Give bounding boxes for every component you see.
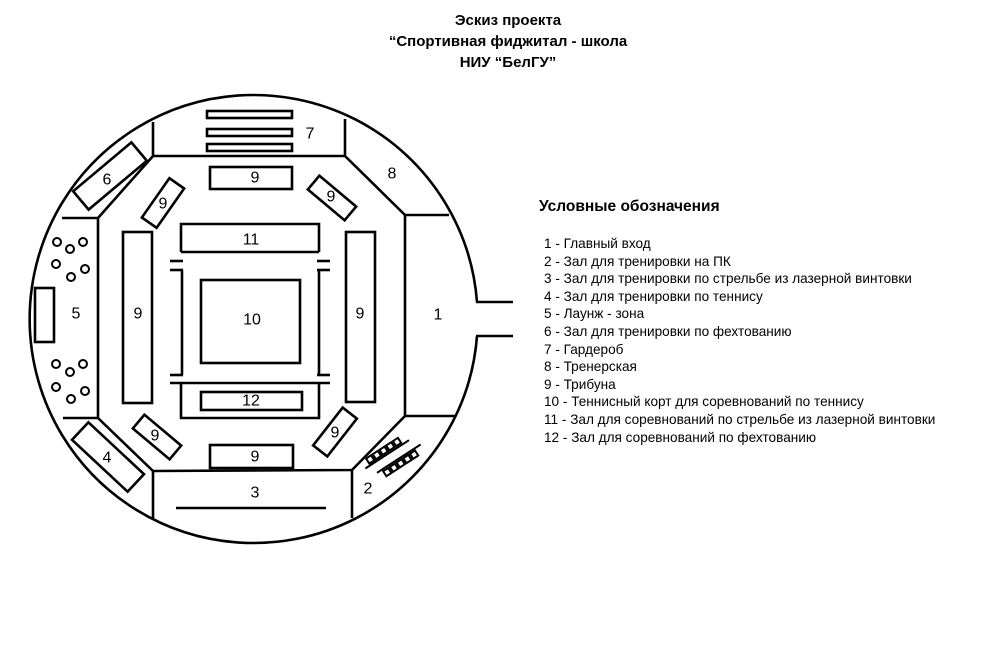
label-stand-left: 9 [134, 306, 143, 323]
label-stand-top: 9 [251, 170, 260, 187]
stand-left [121, 230, 154, 405]
legend-item: 6 - Зал для тренировки по фехтованию [544, 323, 792, 339]
legend-list: 1 - Главный вход 2 - Зал для тренировки … [544, 235, 935, 446]
label-pc-hall: 2 [364, 481, 373, 498]
tennis-court [199, 278, 302, 365]
title-line-2: “Спортивная фиджитал - школа [388, 33, 628, 50]
label-stand-diag-tl: 9 [159, 196, 168, 213]
legend-item: 7 - Гардероб [544, 341, 624, 357]
legend-item: 3 - Зал для тренировки по стрельбе из ла… [544, 271, 912, 287]
legend-title: Условные обозначения [539, 198, 720, 215]
legend-item: 4 - Зал для тренировки по теннису [544, 288, 763, 304]
label-laser-competition: 11 [243, 232, 260, 249]
label-fencing-competition: 12 [242, 393, 260, 410]
central-block [170, 222, 330, 420]
label-wardrobe: 7 [306, 126, 315, 143]
label-stand-diag-bl: 9 [151, 428, 160, 445]
fencing-training-area [71, 140, 149, 212]
label-entrance: 1 [434, 307, 443, 324]
label-stand-bottom: 9 [251, 449, 260, 466]
tennis-training-area [70, 420, 146, 494]
lounge-sofa [33, 286, 56, 344]
legend-item: 12 - Зал для соревнований по фехтованию [544, 429, 817, 445]
fencing-piste [199, 390, 304, 412]
stand-diag-bottom-right [311, 405, 359, 459]
label-laser-training: 3 [251, 485, 260, 502]
label-tennis-training: 4 [103, 450, 112, 467]
title-line-1: Эскиз проекта [454, 12, 562, 29]
legend-item: 5 - Лаунж - зона [544, 306, 645, 322]
label-stand-diag-tr: 9 [327, 189, 336, 206]
label-stand-right: 9 [356, 306, 365, 323]
wardrobe-racks [205, 109, 294, 153]
label-coach-room: 8 [388, 166, 397, 183]
outer-wall [28, 93, 479, 545]
stand-diag-top-left [140, 176, 186, 230]
legend-item: 11 - Зал для соревнований по стрельбе из… [544, 411, 936, 427]
legend-item: 8 - Тренерская [544, 359, 637, 375]
lounge-tables [51, 237, 90, 404]
legend-item: 9 - Трибуна [544, 376, 616, 392]
legend-item: 1 - Главный вход [544, 236, 651, 251]
diagram-title: Эскиз проекта “Спортивная фиджитал - шко… [300, 10, 716, 73]
label-tennis-court: 10 [243, 312, 261, 329]
legend-item: 2 - Зал для тренировки на ПК [544, 253, 731, 269]
label-fencing-training: 6 [103, 172, 112, 189]
label-lounge: 5 [72, 306, 81, 323]
stand-diag-bottom-left [130, 412, 184, 462]
label-stand-diag-br: 9 [331, 425, 340, 442]
radial-walls [62, 119, 456, 519]
stand-right [344, 230, 377, 404]
stand-diag-top-right [305, 173, 359, 223]
stand-bottom [208, 443, 295, 470]
title-line-3: НИУ “БелГУ” [459, 54, 557, 71]
stand-top [208, 165, 294, 191]
legend-item: 10 - Теннисный корт для соревнований по … [544, 394, 864, 410]
pc-desks [364, 436, 422, 478]
